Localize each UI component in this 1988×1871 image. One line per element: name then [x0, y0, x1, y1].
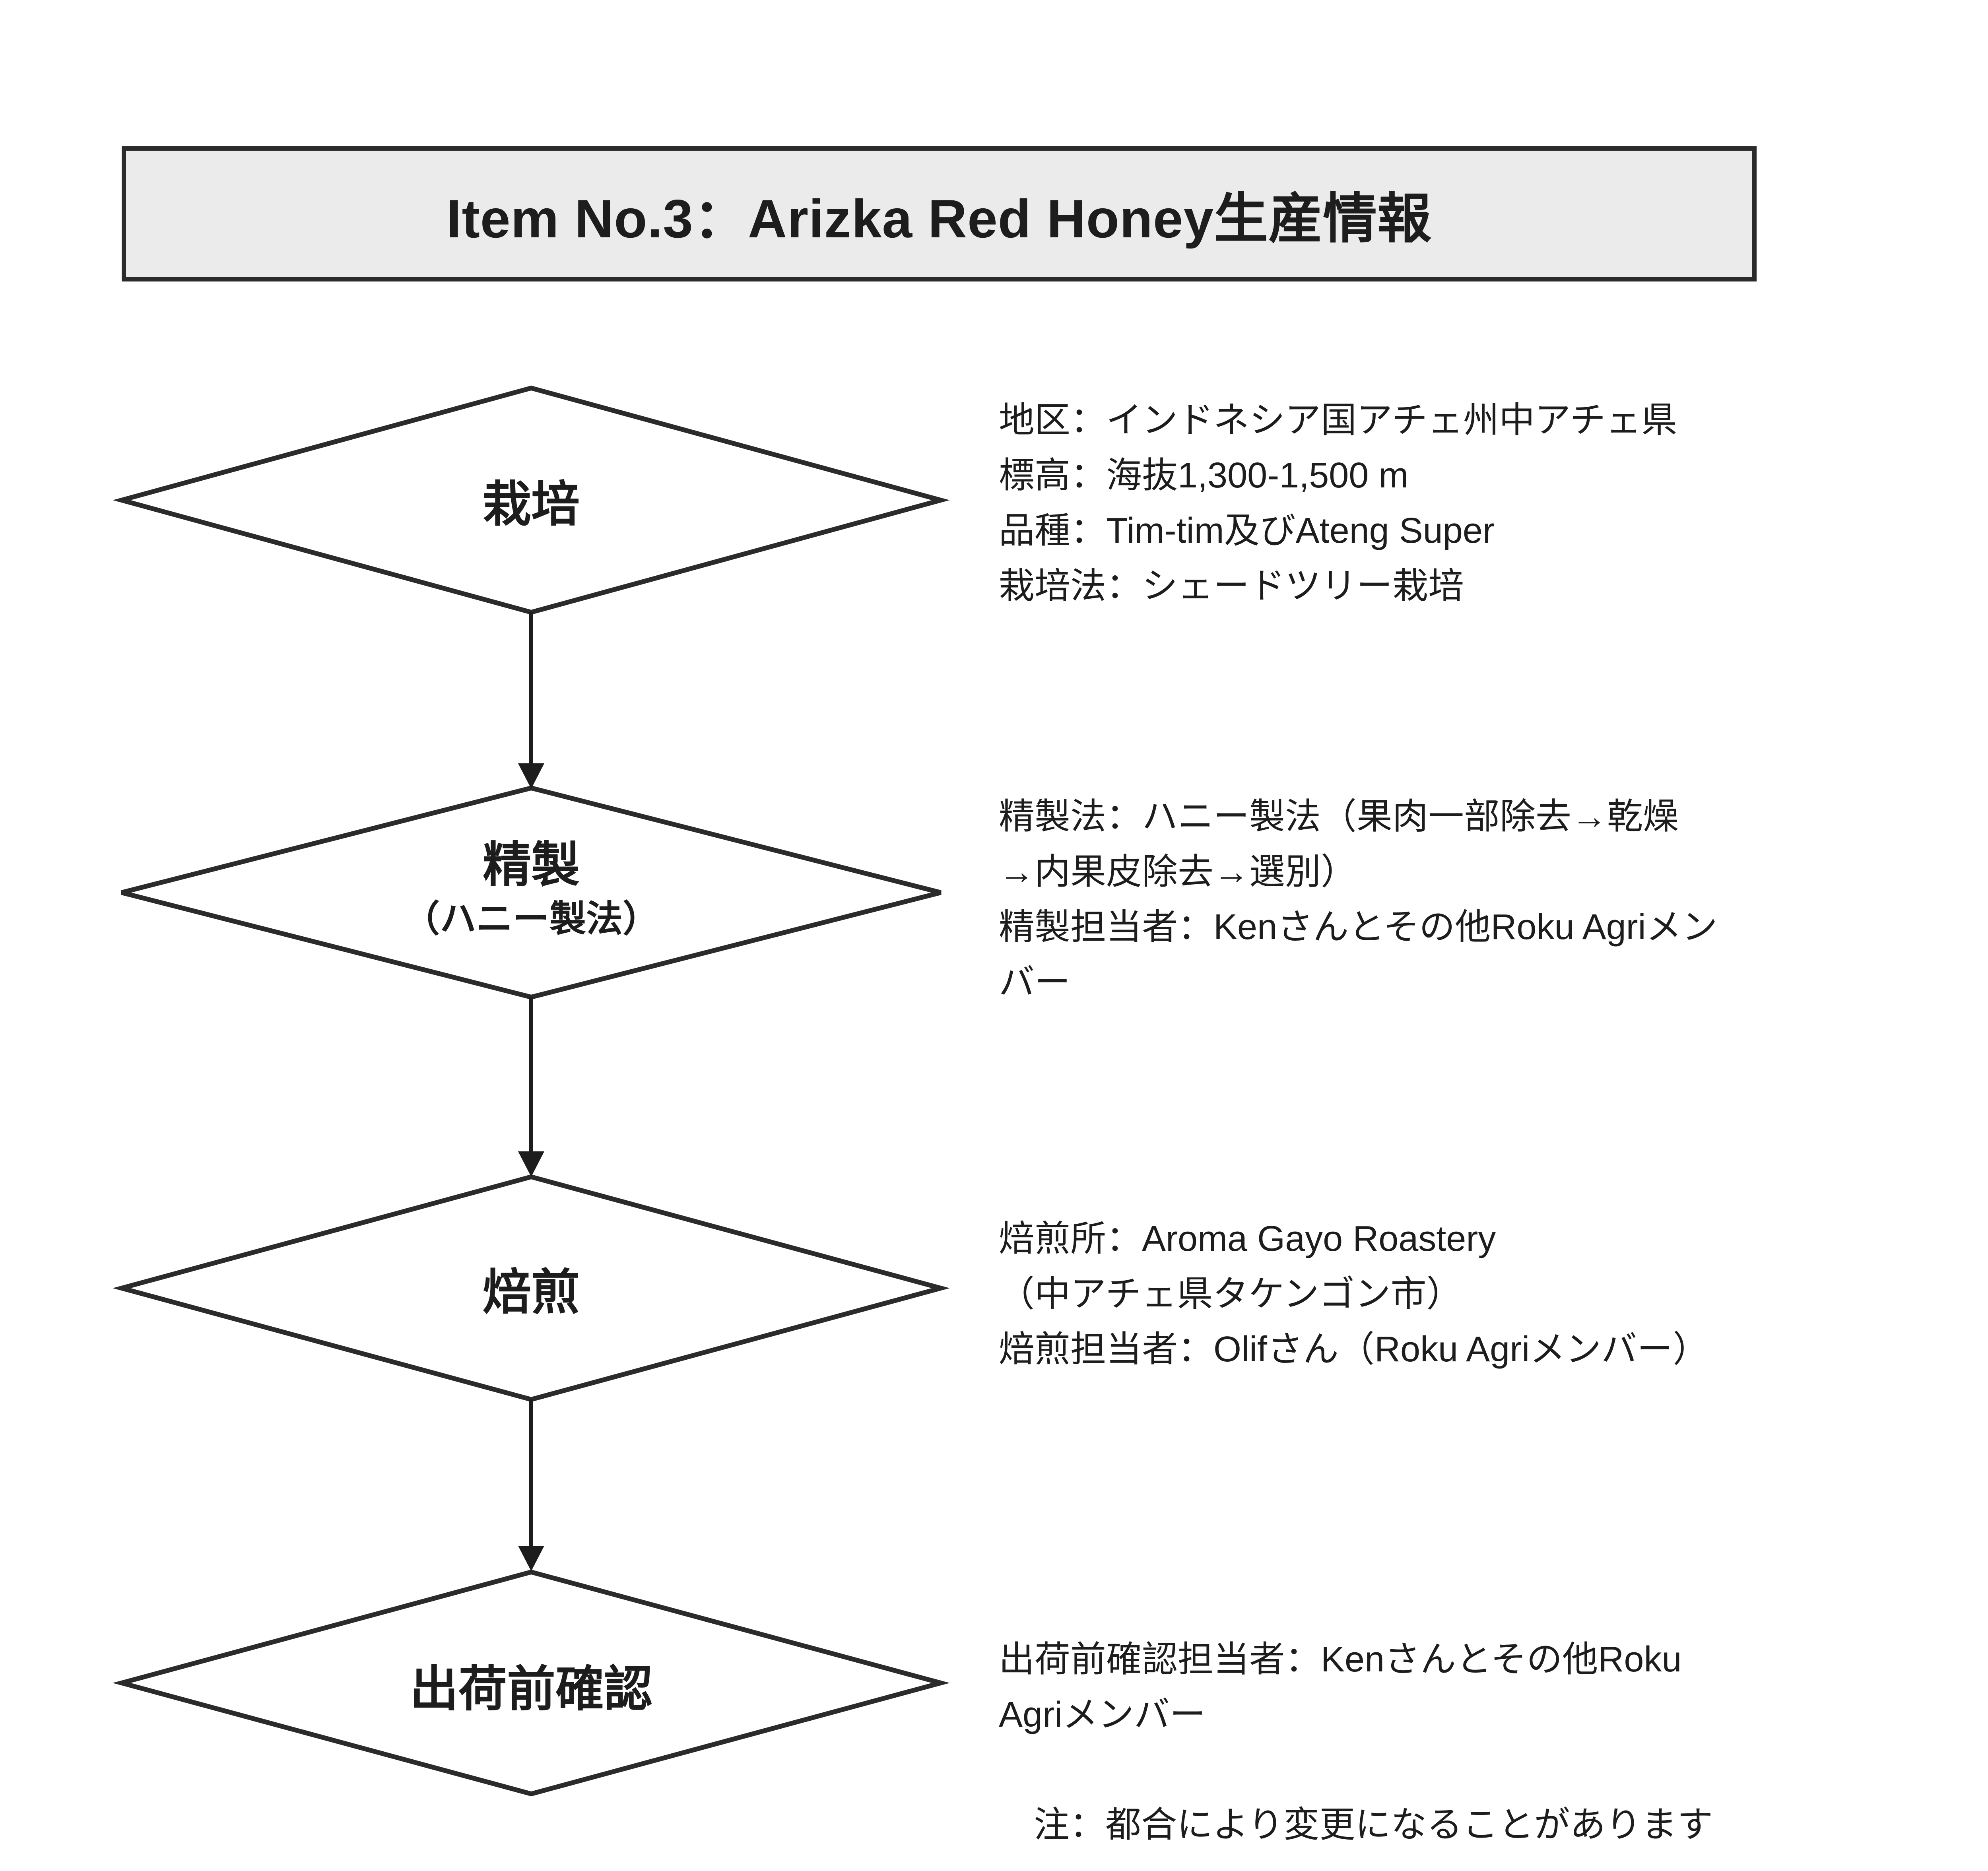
info-block-processing: 精製法：ハニー製法（果肉一部除去→乾燥 →内果皮除去→選別） 精製担当者：Ken…: [999, 789, 1718, 1010]
info-block-preshipment-check: 出荷前確認担当者：Kenさんとその他Roku Agriメンバー: [999, 1632, 1682, 1743]
flow-arrowhead-1: [518, 763, 544, 789]
info-line: 出荷前確認担当者：Kenさんとその他Roku: [999, 1640, 1682, 1679]
info-line: 精製担当者：Kenさんとその他Roku Agriメン: [999, 907, 1718, 947]
info-block-cultivation: 地区：インドネシア国アチェ州中アチェ県 標高：海抜1,300-1,500 m 品…: [999, 393, 1677, 614]
info-line: 品種：Tim-tim及びAteng Super: [999, 511, 1495, 551]
page-title: Item No.3：Arizka Red Honey生産情報: [446, 188, 1432, 249]
footnote: 注：都合により変更になることがあります: [1034, 1805, 1713, 1845]
info-line: →内果皮除去→選別）: [999, 852, 1357, 892]
info-line: 標高：海抜1,300-1,500 m: [999, 456, 1409, 495]
diamond-label-cultivation: 栽培: [483, 477, 580, 532]
info-line: 焙煎所：Aroma Gayo Roastery: [999, 1219, 1496, 1259]
info-line: 地区：インドネシア国アチェ州中アチェ県: [999, 400, 1677, 440]
flow-arrowhead-2: [518, 1151, 544, 1177]
diamond-sublabel-processing: （ハニー製法）: [403, 899, 660, 939]
info-line: 精製法：ハニー製法（果肉一部除去→乾燥: [999, 797, 1679, 837]
info-line: バー: [999, 963, 1070, 1002]
diamond-label-preshipment-check: 出荷前確認: [410, 1662, 652, 1716]
diamond-label-roasting: 焙煎: [483, 1265, 580, 1320]
info-line: Agriメンバー: [999, 1695, 1206, 1735]
flow-arrowhead-3: [518, 1546, 544, 1571]
info-block-roasting: 焙煎所：Aroma Gayo Roastery （中アチェ県タケンゴン市） 焙煎…: [999, 1211, 1708, 1377]
diamond-label-processing: 精製: [483, 838, 580, 892]
info-line: 栽培法：シェードツリー栽培: [999, 566, 1464, 606]
info-line: 焙煎担当者：Olifさん（Roku Agriメンバー）: [999, 1329, 1709, 1369]
diamond-preshipment-check: [113, 1569, 950, 1797]
title-box: Item No.3：Arizka Red Honey生産情報: [122, 146, 1757, 281]
info-line: （中アチェ県タケンゴン市）: [999, 1274, 1462, 1314]
